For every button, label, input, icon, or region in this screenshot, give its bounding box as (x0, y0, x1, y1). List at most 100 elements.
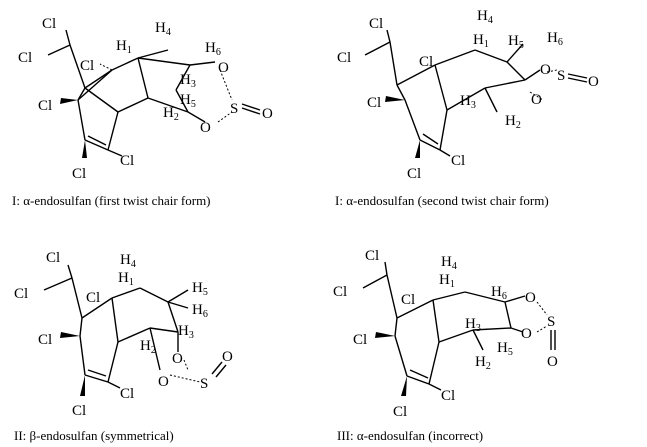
atom-h: H3 (460, 93, 476, 111)
atom-o: O (525, 290, 536, 306)
bond (84, 374, 109, 383)
bond (524, 69, 541, 81)
structure-caption: III: α-endosulfan (incorrect) (337, 428, 484, 443)
atom-cl: Cl (80, 58, 94, 74)
wedge-bond (401, 376, 407, 396)
atom-h: H1 (439, 272, 455, 290)
structure-1: Cl Cl Cl Cl Cl Cl H1 H4 H6 H3 H5 H2 O O … (0, 0, 320, 215)
bond (47, 44, 71, 56)
atom-h: H6 (205, 40, 221, 58)
atom-cl: Cl (407, 166, 421, 182)
bond (167, 301, 179, 333)
bond (536, 301, 548, 316)
bond (87, 135, 107, 146)
bond (510, 327, 524, 333)
bond (215, 364, 227, 378)
bond (111, 57, 139, 71)
bond (111, 287, 141, 299)
atom-s: S (557, 68, 565, 84)
bond (484, 87, 498, 113)
bond (506, 61, 526, 81)
atom-cl: Cl (72, 166, 86, 182)
structure-caption: I: α-endosulfan (first twist chair form) (12, 193, 211, 208)
bond (99, 63, 113, 71)
atom-cl: Cl (367, 95, 381, 111)
atom-cl: Cl (38, 98, 52, 114)
atom-o: O (172, 351, 183, 367)
bond (77, 87, 86, 101)
atom-h: H2 (140, 338, 156, 356)
atom-h: H1 (473, 32, 489, 50)
bond (472, 327, 512, 331)
bond (472, 329, 484, 351)
bond (394, 317, 398, 337)
wedge-bond (385, 96, 405, 102)
atom-cl: Cl (337, 50, 351, 66)
atom-s: S (547, 314, 555, 330)
bond (84, 69, 113, 89)
bond (529, 91, 544, 101)
bond (43, 277, 73, 291)
atom-o: O (521, 326, 532, 342)
atom-h: H3 (178, 323, 194, 341)
bond (409, 369, 429, 379)
structure-caption: I: α-endosulfan (second twist chair form… (335, 193, 549, 208)
atom-cl: Cl (393, 404, 407, 420)
atom-h: H1 (116, 38, 132, 56)
bond (384, 261, 388, 276)
atom-h: H6 (192, 302, 208, 320)
bond (71, 277, 83, 319)
atom-h: H2 (475, 354, 491, 372)
atom-h: H4 (441, 254, 457, 272)
atom-o: O (262, 106, 273, 122)
bond (506, 43, 524, 63)
bond (107, 149, 123, 157)
bond (147, 97, 189, 113)
bond (567, 73, 588, 79)
bond (107, 111, 119, 151)
atom-cl: Cl (42, 16, 56, 32)
atom-h: H3 (465, 316, 481, 334)
bond (474, 49, 508, 63)
bond (504, 295, 526, 303)
bond (77, 69, 113, 101)
atom-cl: Cl (14, 286, 28, 302)
bond (464, 291, 506, 303)
atom-o: O (200, 120, 211, 136)
structure-2-drawing: Cl Cl Cl Cl Cl Cl H1 H4 H5 H6 H3 H2 O O … (337, 8, 599, 182)
bond (422, 133, 439, 145)
bond (432, 291, 466, 301)
bond (434, 64, 448, 111)
atom-cl: Cl (441, 388, 455, 404)
atom-h: H5 (192, 280, 208, 298)
bond (241, 107, 261, 115)
bond (149, 327, 161, 371)
bond (187, 111, 206, 123)
atom-cl: Cl (451, 153, 465, 169)
bond (484, 79, 526, 89)
atom-o: O (588, 74, 599, 90)
atom-h: H6 (547, 30, 563, 48)
bond (396, 64, 436, 86)
bond (189, 61, 216, 66)
bond (169, 374, 201, 383)
bond (111, 297, 119, 343)
bond (362, 274, 388, 289)
atom-o: O (531, 92, 542, 108)
atom-o: O (158, 374, 169, 390)
bond (396, 299, 434, 319)
bond (175, 64, 191, 91)
bond (167, 301, 189, 309)
bond (81, 297, 113, 319)
bond (406, 375, 430, 385)
atom-h: H3 (180, 72, 196, 90)
bond (139, 287, 169, 303)
atom-o: O (222, 349, 233, 365)
atom-cl: Cl (353, 332, 367, 348)
bond (428, 341, 440, 385)
bond (77, 99, 86, 141)
bond (107, 341, 119, 383)
structure-3-drawing: Cl Cl Cl Cl Cl Cl H1 H4 H5 H6 H3 H2 O O … (14, 250, 233, 419)
atom-h: H6 (491, 284, 507, 302)
atom-cl: Cl (401, 292, 415, 308)
